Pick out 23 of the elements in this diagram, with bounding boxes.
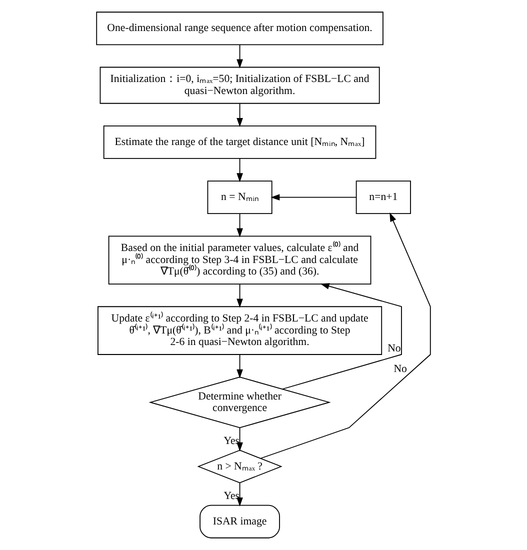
arrow xyxy=(236,284,243,308)
node-box: n=n+1 xyxy=(356,180,411,214)
node-box: n = Nₘᵢₙ xyxy=(207,180,272,214)
arrow xyxy=(236,354,243,378)
arrow xyxy=(270,194,357,200)
node-diamond: Determine whether convergence xyxy=(148,376,331,428)
arrow xyxy=(236,427,243,452)
edge-label: No xyxy=(388,342,401,354)
node-box: Initialization：i=0, iₘₐₓ=50; Initialization of FSBL−LC and quasi−Newton algorithm. xyxy=(100,66,380,104)
node-box: Update ε⁽ⁱ⁺¹⁾ according to Step 2-4 in FSBL−LC and update θ̂⁽ⁱ⁺¹⁾, ∇Tμ(θ̂⁽ⁱ⁺¹⁾), B⁽ⁱ⁺¹⁾ and μ·ₙ⁽ⁱ⁺¹⁾ according to Step 2-6 in quasi−Newton algorithm. xyxy=(98,306,382,355)
node-box: Based on the initial parameter values, calculate ε⁽⁰⁾ and μ·ₙ⁽⁰⁾ according to Step 3-4 in FSBL−LC and calculate ∇Tμ(θ̂⁽⁰⁾) according to (35) and (36). xyxy=(108,236,372,284)
arrow xyxy=(282,283,402,390)
node-box: One-dimensional range sequence after motion compensation. xyxy=(96,12,384,46)
node-box: ISAR image xyxy=(200,504,280,538)
arrow xyxy=(236,44,243,68)
arrow xyxy=(236,482,243,506)
edge-label: No xyxy=(394,362,407,375)
arrow xyxy=(236,213,243,238)
arrow xyxy=(236,158,243,182)
arrow xyxy=(236,103,243,128)
arrow xyxy=(260,212,431,459)
node-box: Estimate the range of the target distance unit [Nₘᵢₙ, Nₘₐₓ] xyxy=(103,126,376,159)
node-diamond: n > Nₘₐₓ ? xyxy=(197,450,282,484)
